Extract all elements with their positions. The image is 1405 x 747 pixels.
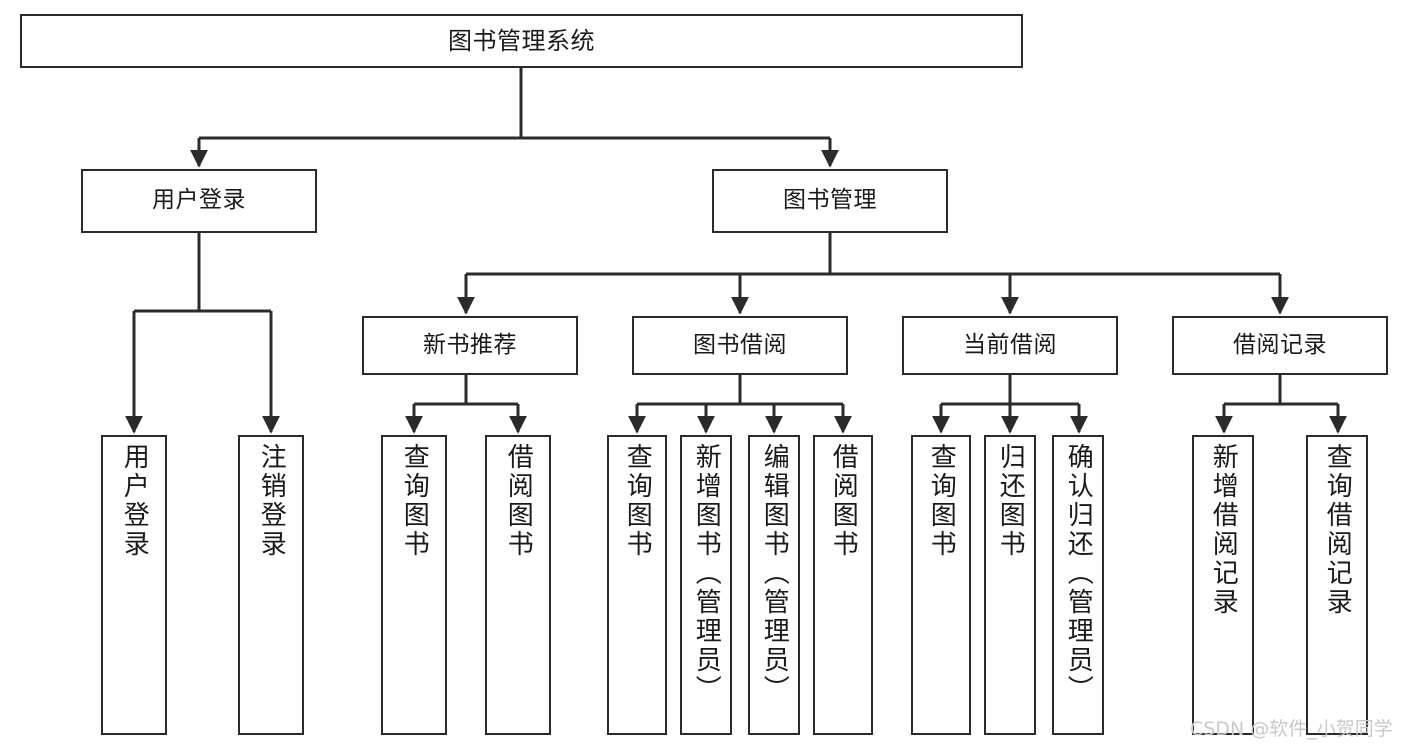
node-book-management[interactable]: 图书管理 — [712, 169, 948, 233]
leaf-borrow-book-recommend[interactable]: 借阅图书 — [485, 435, 551, 735]
node-label: 借阅记录 — [1233, 331, 1327, 358]
leaf-add-book[interactable]: 新增图书（管理员） — [680, 435, 732, 735]
leaf-add-borrow-record[interactable]: 新增借阅记录 — [1192, 435, 1254, 735]
node-label: 确认归还（管理员） — [1063, 443, 1094, 704]
node-label: 新书推荐 — [423, 331, 517, 358]
node-label: 新增图书（管理员） — [691, 443, 722, 704]
node-label: 借阅图书 — [828, 443, 859, 559]
leaf-query-borrow-record[interactable]: 查询借阅记录 — [1306, 435, 1368, 735]
node-label: 用户登录 — [152, 187, 246, 214]
node-label: 当前借阅 — [963, 331, 1057, 358]
node-label: 编辑图书（管理员） — [759, 443, 790, 704]
node-label: 用户登录 — [119, 443, 150, 559]
node-label: 归还图书 — [995, 443, 1026, 559]
leaf-borrow-book-borrow[interactable]: 借阅图书 — [813, 435, 873, 735]
leaf-query-book-current[interactable]: 查询图书 — [911, 435, 971, 735]
node-label: 查询图书 — [926, 443, 957, 559]
node-label: 图书管理系统 — [448, 26, 595, 55]
leaf-return-book[interactable]: 归还图书 — [984, 435, 1036, 735]
node-new-book-recommend[interactable]: 新书推荐 — [362, 316, 578, 375]
leaf-query-book-recommend[interactable]: 查询图书 — [381, 435, 447, 735]
node-book-borrow[interactable]: 图书借阅 — [632, 316, 848, 375]
node-root-system[interactable]: 图书管理系统 — [20, 14, 1023, 68]
node-label: 查询图书 — [399, 443, 430, 559]
node-label: 查询图书 — [622, 443, 653, 559]
leaf-query-book-borrow[interactable]: 查询图书 — [607, 435, 667, 735]
node-label: 借阅图书 — [503, 443, 534, 559]
node-borrow-record[interactable]: 借阅记录 — [1172, 316, 1388, 375]
leaf-user-login[interactable]: 用户登录 — [101, 435, 167, 735]
node-label: 查询借阅记录 — [1322, 443, 1353, 617]
leaf-confirm-return[interactable]: 确认归还（管理员） — [1052, 435, 1104, 735]
node-user-login[interactable]: 用户登录 — [81, 169, 317, 233]
leaf-logout-login[interactable]: 注销登录 — [238, 435, 304, 735]
node-label: 新增借阅记录 — [1208, 443, 1239, 617]
node-label: 图书管理 — [783, 187, 877, 214]
node-label: 图书借阅 — [693, 331, 787, 358]
watermark-text: CSDN @软件_小贺同学 — [1190, 718, 1393, 740]
node-label: 注销登录 — [256, 443, 287, 559]
leaf-edit-book[interactable]: 编辑图书（管理员） — [748, 435, 800, 735]
node-current-borrow[interactable]: 当前借阅 — [902, 316, 1118, 375]
